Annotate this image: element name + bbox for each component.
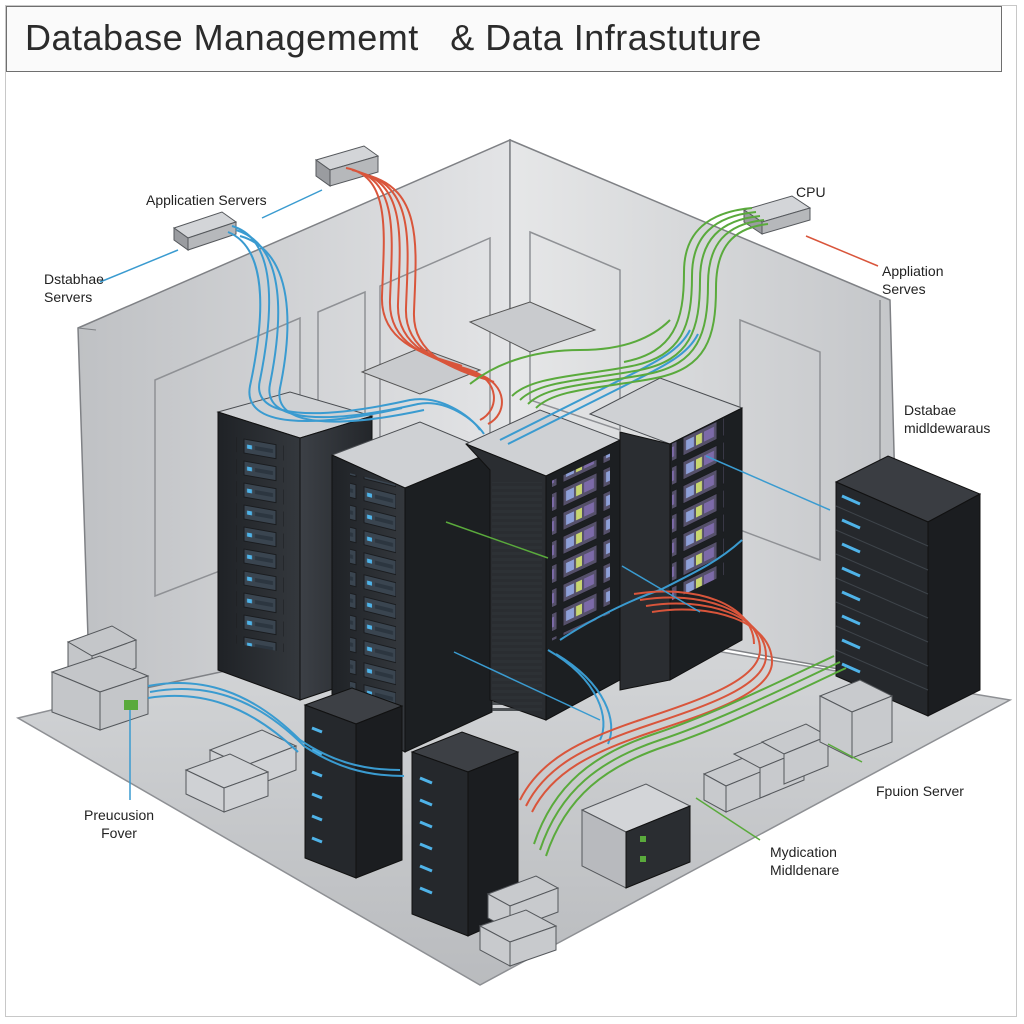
label-database-servers-left: Dstabhae Servers [44,271,104,305]
network-switch-top-left [172,211,238,251]
server-rack-right [834,455,982,717]
cpu-unit-top-right [742,195,812,235]
label-precaution-power: Preucusion Fover [84,807,155,841]
leader-lines [99,189,879,841]
title-bar: Database Managememt & Data Infrastuture [6,6,1002,72]
label-application-servers-left: Applicatien Servers [146,192,267,208]
storage-units-bottom [478,875,560,967]
label-fusion-server: Fpuion Server [876,783,964,799]
storage-unit-center [580,783,692,889]
cable-bundle-blue [147,225,743,777]
fusion-server-units [702,679,894,813]
cable-bundle-red [345,167,774,813]
label-database-middleware: Dstabae midldewaraus [904,402,991,436]
server-rack-c [464,409,622,721]
switch-units-left [184,729,298,813]
rack-back-row [360,301,597,395]
label-cpu: CPU [796,184,826,200]
cable-bundle-green [469,207,847,857]
server-rack-small-left [303,687,404,879]
power-units-left [50,625,150,731]
server-rack-d [588,377,744,691]
diagram-frame [5,5,1017,1017]
label-application-servers-right: Appliation Serves [882,263,944,297]
page-title: Database Managememt & Data Infrastuture [25,17,762,58]
server-rack-b [330,421,494,753]
label-middleware-bottom: Mydication Midldenare [770,844,840,878]
